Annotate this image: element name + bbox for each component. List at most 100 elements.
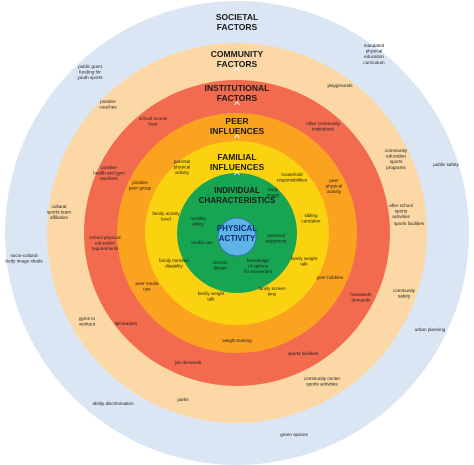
factor-label-familial-line: disability xyxy=(165,264,183,269)
factor-label-institutional-line: job demands xyxy=(174,360,202,365)
factor-label-peer-line: use xyxy=(143,287,151,292)
factor-label-institutional-line: requirements xyxy=(92,246,120,251)
factor-label-familial-line: talk xyxy=(300,262,308,267)
ring-title-peer-line: PEER xyxy=(225,116,248,126)
factor-label-familial-line: talk xyxy=(207,297,215,302)
factor-label-community-line: gyms to xyxy=(79,316,96,321)
ring-title-individual-line: CHARACTERISTICS xyxy=(199,196,276,205)
factor-label-peer: weight teasing xyxy=(222,338,252,343)
factor-label-community-line: education xyxy=(386,154,406,159)
up-arrow-icon xyxy=(234,170,240,176)
factor-label-community-line: parks xyxy=(177,397,189,402)
factor-label-individual-line: illness xyxy=(214,266,227,271)
factor-label-institutional-line: health and gym xyxy=(93,171,125,176)
factor-label-societal-line: urban planning xyxy=(415,327,446,332)
factor-label-community-line: after school xyxy=(389,203,413,208)
ring-title-familial-line: INFLUENCES xyxy=(210,162,265,172)
factor-label-community-line: programs xyxy=(386,165,406,170)
factor-label-familial-line: activity xyxy=(175,170,190,175)
factor-label-societal-line: funding for xyxy=(79,70,101,75)
factor-label-societal-line: physical xyxy=(366,49,383,54)
factor-label-community: playgrounds xyxy=(327,83,353,88)
factor-label-societal-line: cultural xyxy=(52,204,67,209)
factor-label-societal-line: education xyxy=(364,54,384,59)
factor-label-societal-line: youth sports xyxy=(77,75,103,80)
factor-label-community-line: safety xyxy=(398,294,411,299)
factor-label-peer-line: peer xyxy=(329,178,339,183)
ring-title-institutional-line: INSTITUTIONAL xyxy=(205,83,270,93)
factor-label-institutional: sports facilities xyxy=(288,351,319,356)
factor-label-familial-line: household xyxy=(281,172,303,177)
factor-label-institutional: lab leaders xyxy=(115,321,138,326)
factor-label-peer: peer hobbies xyxy=(317,275,344,280)
factor-label-peer-line: peer hobbies xyxy=(317,275,344,280)
factor-label-societal-line: body image ideals xyxy=(5,259,43,264)
up-arrow-icon xyxy=(234,66,240,72)
factor-label-institutional: job demands xyxy=(174,360,202,365)
rings-layer xyxy=(5,1,469,465)
ring-core xyxy=(217,217,257,257)
ring-title-familial-line: FAMILIAL xyxy=(217,152,256,162)
factor-label-individual: media use xyxy=(191,240,213,245)
factor-label-societal-line: socio-cultural xyxy=(10,253,37,258)
factor-label-familial-line: time xyxy=(268,292,277,297)
factor-label-community-line: community xyxy=(385,148,408,153)
factor-label-community-line: sports facilities xyxy=(394,221,425,226)
factor-label-societal: green spaces xyxy=(280,432,308,437)
factor-label-community-line: sports xyxy=(390,159,403,164)
factor-label-societal-line: affiliation xyxy=(50,215,68,220)
factor-label-institutional-line: homework xyxy=(350,292,372,297)
factor-label-community: parks xyxy=(177,397,189,402)
factor-label-community-line: workout xyxy=(79,322,96,327)
ring-title-societal-line: SOCIETAL xyxy=(216,12,258,22)
factor-label-peer-line: activity xyxy=(327,189,342,194)
factor-label-community-line: coaches xyxy=(99,105,117,110)
ring-title-community-line: COMMUNITY xyxy=(211,49,264,59)
factor-label-individual-line: body xyxy=(268,187,279,192)
factor-label-institutional-line: institutions xyxy=(312,127,334,132)
factor-label-societal: public safety xyxy=(433,162,459,167)
factor-label-institutional-line: education xyxy=(95,241,115,246)
factor-label-familial-line: caretaker xyxy=(301,219,321,224)
factor-label-familial-line: family activity xyxy=(152,211,180,216)
factor-label-institutional-line: school physical xyxy=(89,235,120,240)
factor-label-individual-line: knowledge xyxy=(247,258,269,263)
up-arrow-icon xyxy=(234,100,240,106)
factor-label-community: sports facilities xyxy=(394,221,425,226)
ring-title-core-line: ACTIVITY xyxy=(219,234,256,243)
factor-label-societal-line: public grant xyxy=(78,64,102,69)
factor-label-familial-line: family member xyxy=(159,258,190,263)
factor-label-community-line: positive xyxy=(100,99,116,104)
factor-label-familial-line: level xyxy=(161,217,170,222)
factor-label-familial-line: sibling xyxy=(304,213,317,218)
factor-label-community-line: playgrounds xyxy=(327,83,353,88)
